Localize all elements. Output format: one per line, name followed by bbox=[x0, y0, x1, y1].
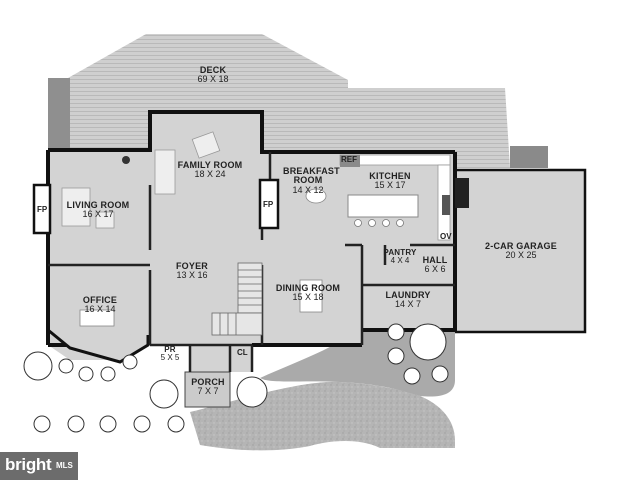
room-dim: 6 X 6 bbox=[424, 264, 446, 275]
room-name: PR bbox=[164, 345, 176, 354]
room-dim: 7 X 7 bbox=[197, 386, 219, 397]
room-name: DINING ROOM bbox=[275, 283, 341, 293]
room-dim: 15 X 18 bbox=[292, 292, 324, 303]
room-dim: 16 X 14 bbox=[84, 304, 116, 315]
island-stools bbox=[354, 219, 404, 227]
refrigerator bbox=[340, 155, 360, 167]
living-lamp bbox=[122, 156, 130, 164]
deck-area bbox=[68, 34, 510, 168]
room-garage: 2-CAR GARAGE 20 X 25 bbox=[478, 241, 564, 261]
room-living: LIVING ROOM 16 X 17 bbox=[58, 200, 138, 220]
room-name: OFFICE bbox=[82, 295, 118, 305]
room-name: FOYER bbox=[175, 261, 208, 271]
staircase bbox=[211, 262, 263, 336]
deck-stairs-right bbox=[510, 146, 548, 168]
room-dim: 20 X 25 bbox=[505, 250, 537, 261]
room-deck: DECK 69 X 18 bbox=[178, 65, 248, 85]
room-name: DECK bbox=[199, 65, 227, 75]
breakfast-table bbox=[305, 188, 327, 204]
room-office: OFFICE 16 X 14 bbox=[70, 295, 130, 315]
room-name: BREAKFAST ROOM bbox=[283, 166, 340, 186]
room-dim: 13 X 16 bbox=[176, 270, 208, 281]
room-kitchen: KITCHEN 15 X 17 bbox=[360, 171, 420, 191]
kitchen-island bbox=[347, 194, 419, 218]
room-dining: DINING ROOM 15 X 18 bbox=[270, 283, 346, 303]
office-desk bbox=[79, 309, 115, 327]
deck-stairs-left bbox=[48, 78, 70, 150]
logo-brand: bright bbox=[5, 455, 52, 474]
living-sofa bbox=[61, 187, 91, 227]
room-name: 2-CAR GARAGE bbox=[485, 241, 557, 251]
family-chair bbox=[191, 131, 221, 159]
room-laundry: LAUNDRY 14 X 7 bbox=[370, 290, 446, 310]
room-dim: 14 X 12 bbox=[292, 184, 324, 195]
fireplace-living bbox=[32, 183, 52, 235]
logo-suffix: MLS bbox=[56, 461, 73, 470]
room-dim: 14 X 7 bbox=[394, 299, 422, 310]
ref-label: REF bbox=[341, 155, 357, 164]
room-dim: 18 X 24 bbox=[194, 169, 226, 180]
room-pr: PR 5 X 5 bbox=[152, 345, 188, 363]
room-name: PORCH bbox=[191, 377, 225, 387]
fireplace-label-living: FP bbox=[37, 205, 48, 214]
room-foyer: FOYER 13 X 16 bbox=[160, 261, 224, 281]
room-dim: 15 X 17 bbox=[374, 180, 406, 191]
office-bay bbox=[47, 328, 150, 364]
dining-table bbox=[299, 279, 323, 313]
room-name: PANTRY bbox=[383, 248, 417, 257]
room-dim: 16 X 17 bbox=[82, 209, 114, 220]
shrubs bbox=[23, 323, 449, 433]
room-name: KITCHEN bbox=[369, 171, 411, 181]
room-porch: PORCH 7 X 7 bbox=[184, 377, 232, 397]
room-dim: 5 X 5 bbox=[160, 353, 180, 363]
cooktop bbox=[442, 195, 450, 215]
room-pantry: PANTRY 4 X 4 bbox=[383, 248, 417, 266]
bright-mls-logo: bright MLS bbox=[0, 452, 78, 480]
room-name: FAMILY ROOM bbox=[177, 160, 243, 170]
room-name: LAUNDRY bbox=[385, 290, 431, 300]
closet-label: CL bbox=[237, 348, 248, 357]
family-sofa bbox=[154, 149, 176, 195]
room-hall: HALL 6 X 6 bbox=[418, 255, 452, 275]
room-name: LIVING ROOM bbox=[66, 200, 130, 210]
room-breakfast: BREAKFAST ROOM 14 X 12 bbox=[283, 166, 340, 195]
garage-floor bbox=[455, 170, 585, 332]
room-family: FAMILY ROOM 18 X 24 bbox=[170, 160, 250, 180]
room-name: HALL bbox=[422, 255, 448, 265]
room-dim: 69 X 18 bbox=[197, 74, 229, 85]
chimney-block bbox=[455, 178, 469, 208]
fireplace-label-family: FP bbox=[263, 200, 274, 209]
room-dim: 4 X 4 bbox=[390, 256, 410, 266]
living-chair bbox=[95, 211, 115, 229]
oven-label: OV bbox=[440, 232, 452, 241]
porch-floor bbox=[184, 371, 231, 408]
fireplace-family bbox=[258, 178, 280, 230]
